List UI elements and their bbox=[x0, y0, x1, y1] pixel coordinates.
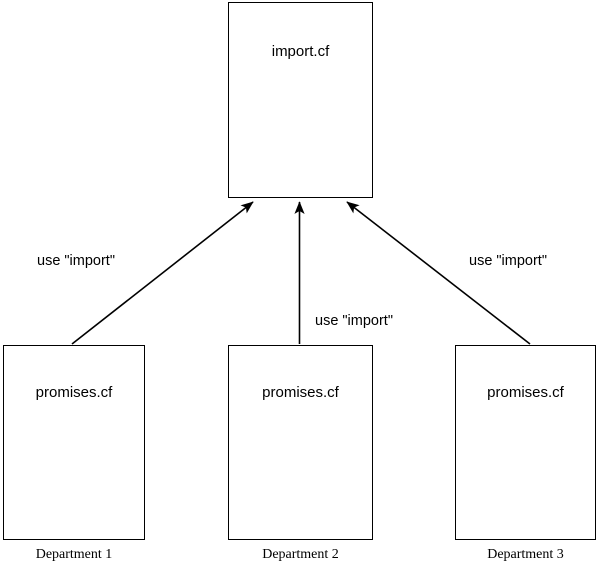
node-box-import-cf[interactable] bbox=[228, 2, 373, 198]
group-label-department-3: Department 3 bbox=[487, 547, 564, 562]
edge-arrow-department-1 bbox=[71, 201, 254, 345]
edge-label-department-3: use "import" bbox=[469, 253, 547, 269]
node-box-promises-cf-department-3[interactable] bbox=[455, 345, 596, 540]
node-label-promises-cf-department-1: promises.cf bbox=[35, 384, 113, 401]
node-box-promises-cf-department-2[interactable] bbox=[228, 345, 373, 540]
node-label-import-cf: import.cf bbox=[271, 43, 330, 60]
edge-label-department-2: use "import" bbox=[315, 313, 393, 329]
node-label-promises-cf-department-3: promises.cf bbox=[487, 384, 564, 401]
node-box-promises-cf-department-1[interactable] bbox=[3, 345, 145, 540]
edge-label-department-1: use "import" bbox=[37, 253, 115, 269]
node-label-promises-cf-department-2: promises.cf bbox=[262, 384, 339, 401]
group-label-department-2: Department 2 bbox=[262, 547, 339, 562]
group-label-department-1: Department 1 bbox=[35, 547, 113, 562]
edge-arrow-department-3 bbox=[346, 201, 531, 345]
